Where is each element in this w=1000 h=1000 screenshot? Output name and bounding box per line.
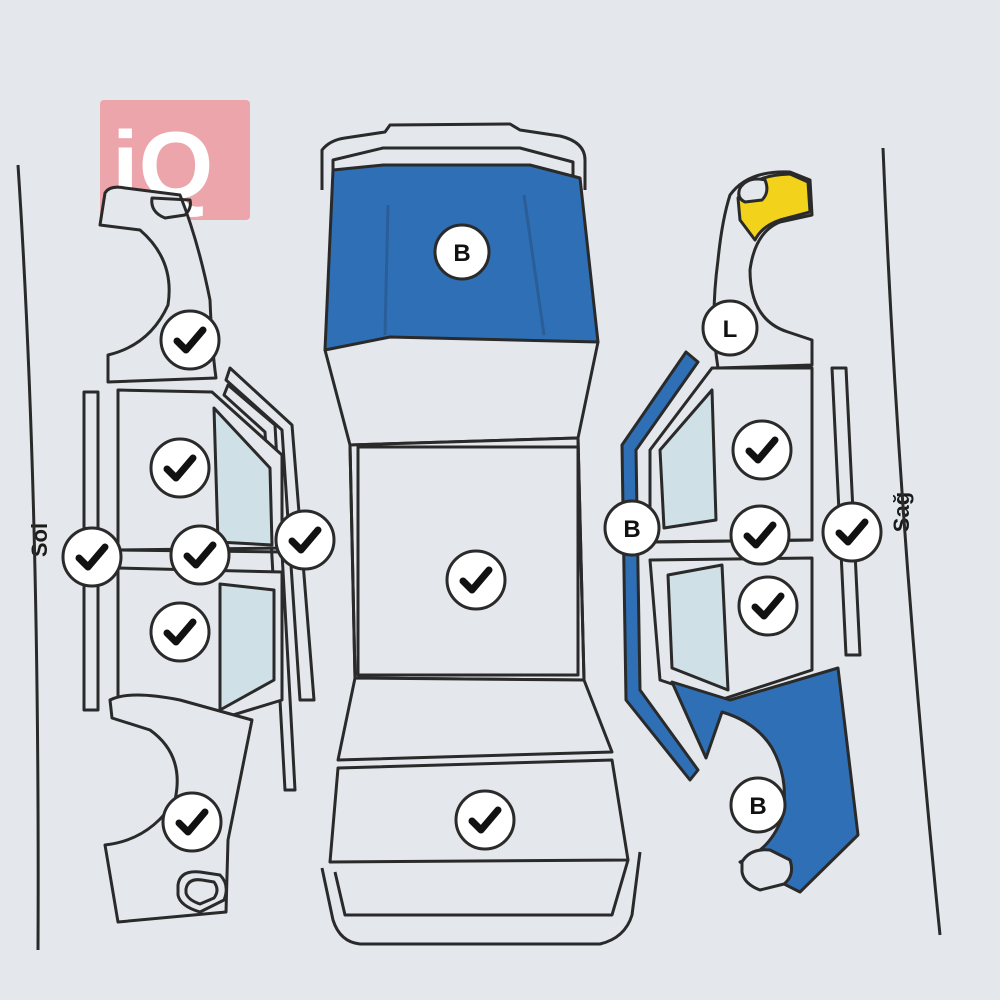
right-front-window <box>658 388 718 530</box>
roof-check-icon <box>447 551 505 609</box>
trunk-check-icon <box>456 791 514 849</box>
left-a-pillar-check-icon <box>276 511 334 569</box>
right-divider-line <box>881 147 942 936</box>
front-bumper <box>320 122 587 190</box>
left-rear-door-check-icon <box>151 603 209 661</box>
left-rear-fender-check-icon <box>163 793 221 851</box>
right-front-door-check-icon <box>733 421 791 479</box>
left-divider-line <box>16 164 40 951</box>
right-rear-door-check-icon <box>739 577 797 635</box>
right-rear-fender-b-text: B <box>749 793 766 820</box>
right-front-fender-l-text: L <box>723 316 738 343</box>
hood-b-text: B <box>453 240 470 267</box>
right-a-pillar-b-text: B <box>623 516 640 543</box>
rear-bumper <box>320 851 642 946</box>
left-a-pillar-strip <box>224 366 316 702</box>
windshield <box>323 335 600 447</box>
left-front-window <box>212 406 274 547</box>
markers: B L B B <box>63 223 881 851</box>
right-sill-check-icon <box>823 503 881 561</box>
left-rear-window <box>218 582 276 712</box>
left-b-pillar-check-icon <box>171 526 229 584</box>
left-sill-check-icon <box>63 528 121 586</box>
left-front-door-check-icon <box>151 439 209 497</box>
rear-window <box>336 676 614 762</box>
right-b-pillar-check-icon <box>731 506 789 564</box>
left-front-fender-check-icon <box>161 311 219 369</box>
right-rear-window <box>666 563 730 692</box>
